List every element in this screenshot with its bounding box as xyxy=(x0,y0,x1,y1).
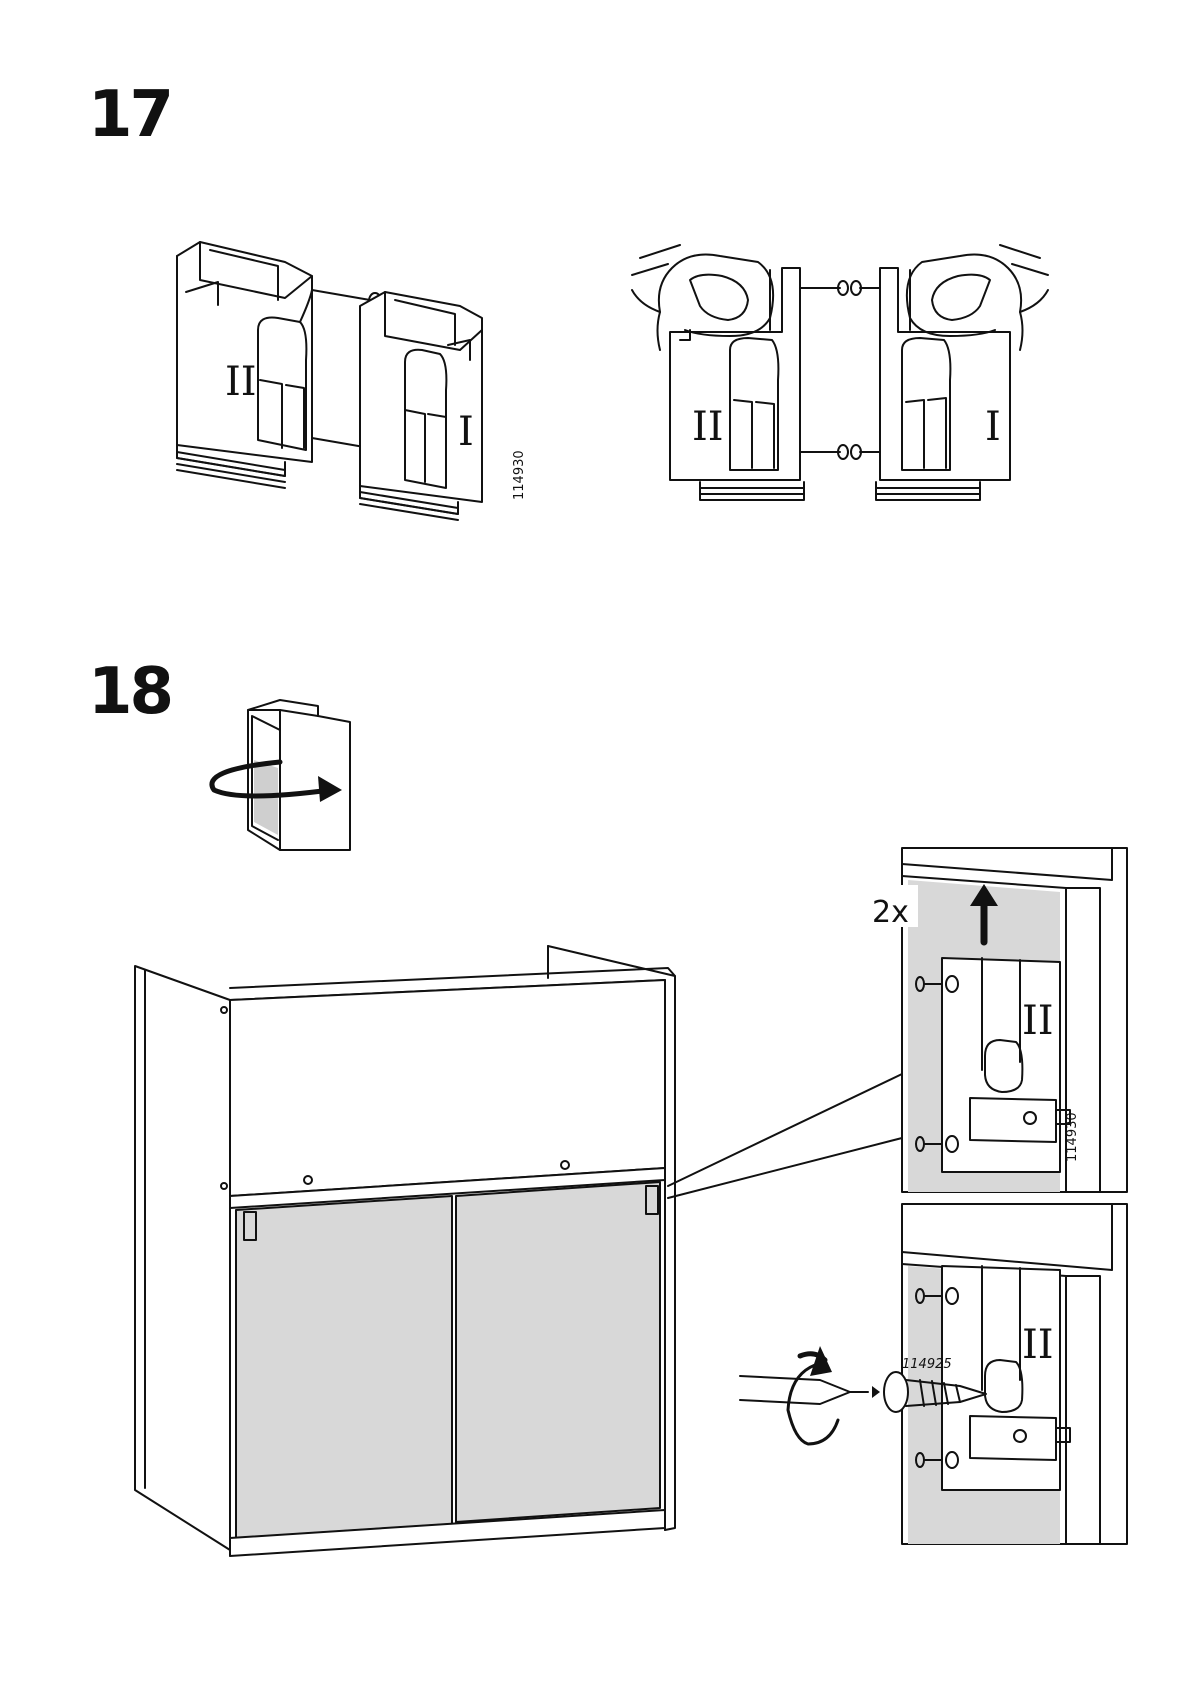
rotate-cabinet-icon xyxy=(212,700,350,850)
screwdriver-icon xyxy=(740,1346,880,1444)
roman-numeral-ii-detail-top: II xyxy=(1022,998,1054,1044)
quantity-label: 2x xyxy=(872,895,909,930)
bracket-i-right xyxy=(360,292,482,520)
bracket-pair-separated: II I 114930 xyxy=(177,242,527,520)
roman-numeral-ii-fingers: II xyxy=(692,404,724,450)
cabinet-back-view xyxy=(135,946,902,1556)
roman-numeral-ii-detail-bottom: II xyxy=(1022,1322,1054,1368)
bracket-pair-with-fingers: II I xyxy=(632,245,1048,500)
roman-numeral-i-fingers: I xyxy=(985,404,1001,450)
part-code-114930-step17: 114930 xyxy=(512,450,527,500)
part-code-114930-step18: 114930 xyxy=(1065,1112,1080,1162)
detail-box-lift-bracket xyxy=(902,848,1127,1192)
screw-code-114925: 114925 xyxy=(902,1357,952,1372)
roman-numeral-i-right: I xyxy=(458,409,474,455)
bracket-ii-left xyxy=(177,242,381,488)
bracket-i-held xyxy=(851,245,1048,500)
detail-box-screw-bracket xyxy=(902,1204,1127,1544)
bracket-ii-held xyxy=(632,245,848,500)
roman-numeral-ii-left: II xyxy=(225,359,257,405)
